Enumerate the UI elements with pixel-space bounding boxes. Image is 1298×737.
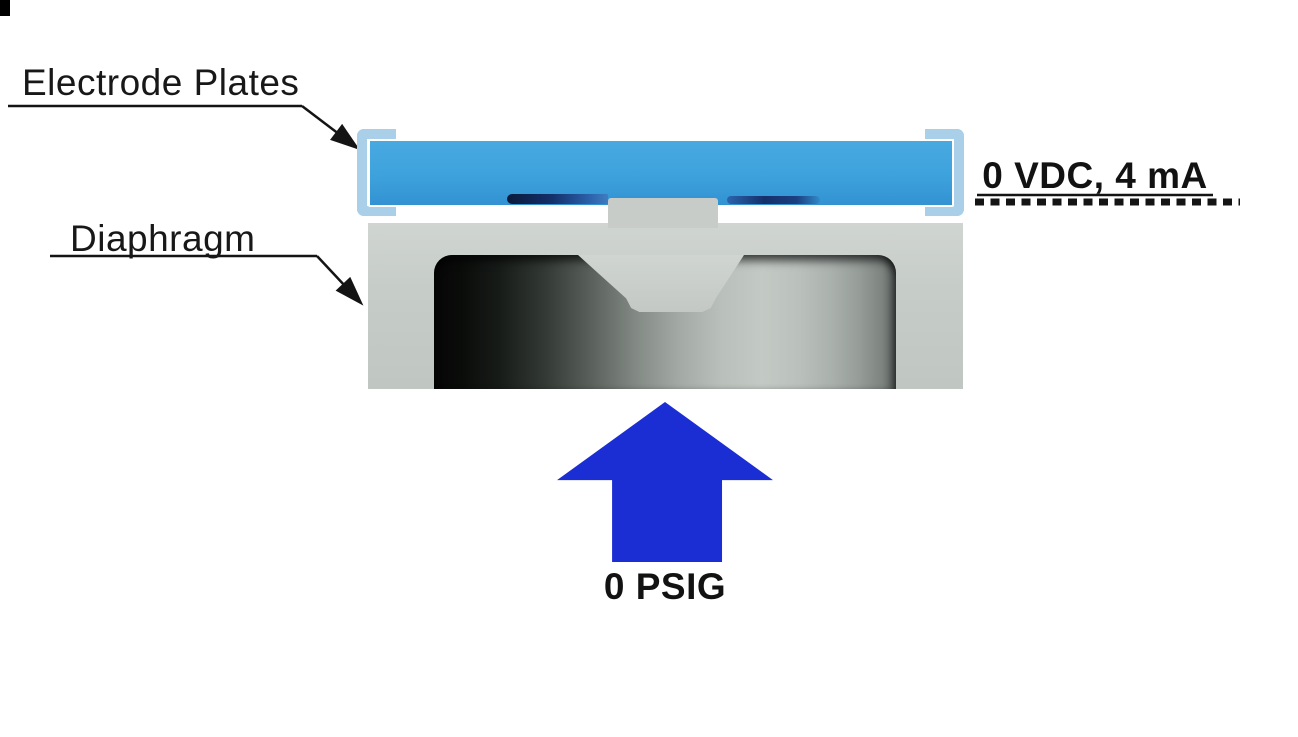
electrode-plate bbox=[368, 139, 954, 207]
excitation-annotation: 0 VDC, 4 mA bbox=[982, 155, 1208, 196]
diaphragm-center-boss-top bbox=[608, 198, 718, 228]
electrode-clip-right bbox=[925, 129, 964, 216]
electrode-clip-left bbox=[357, 129, 396, 216]
scan-corner-mark bbox=[0, 0, 10, 16]
electrode-gap-shadow-left bbox=[507, 194, 608, 204]
electrode-leader-arrow bbox=[301, 105, 360, 151]
diaphragm-center-boss bbox=[578, 255, 744, 312]
pressure-annotation: 0 PSIG bbox=[603, 566, 727, 607]
diaphragm-leader-arrow bbox=[316, 255, 364, 306]
diaphragm-cavity bbox=[434, 255, 896, 389]
electrode-plates-label: Electrode Plates bbox=[22, 62, 300, 103]
diaphragm-label: Diaphragm bbox=[70, 218, 256, 259]
diaphragm-body bbox=[368, 223, 963, 389]
electrode-gap-shadow-right bbox=[727, 196, 820, 204]
pressure-up-arrow-icon bbox=[557, 402, 773, 562]
